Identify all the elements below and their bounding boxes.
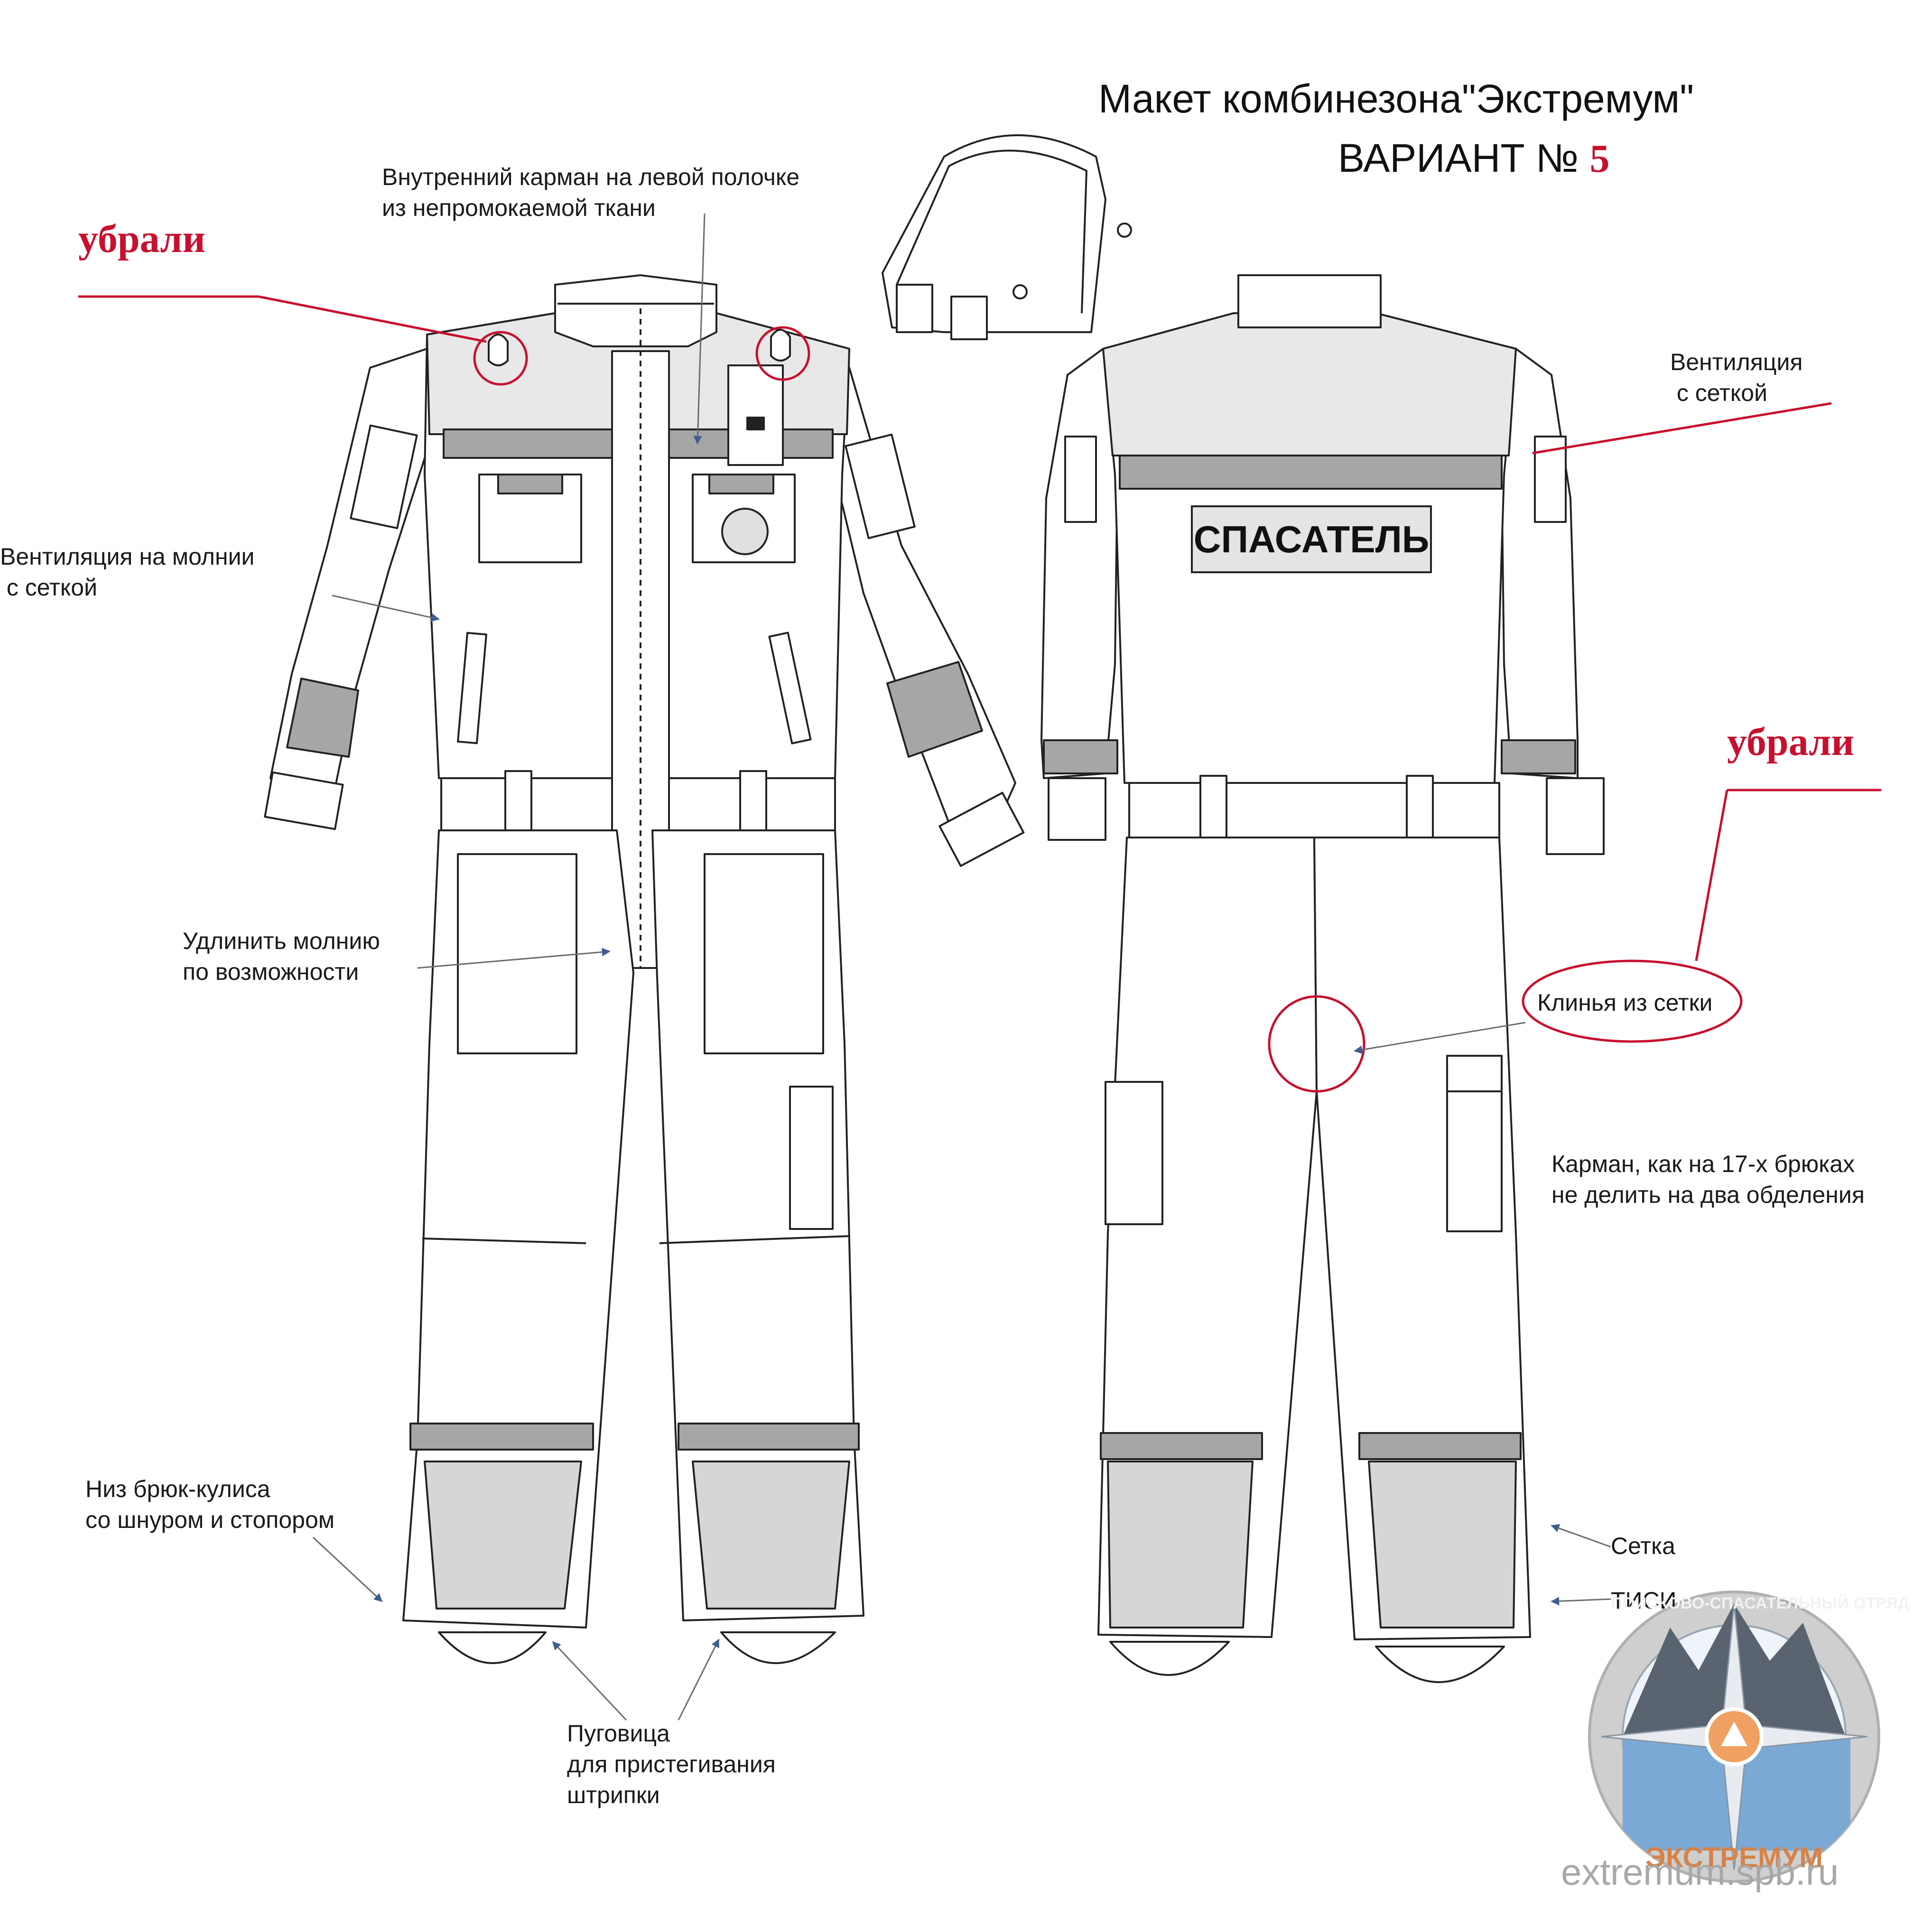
removed-note-left: убрали bbox=[78, 217, 205, 261]
front-view bbox=[264, 274, 1025, 1664]
front-left-cuff bbox=[264, 771, 344, 830]
variant-prefix: ВАРИАНТ № bbox=[1338, 136, 1590, 180]
hem-note-2: со шнуром и стопором bbox=[85, 1507, 335, 1533]
back-yoke bbox=[1102, 312, 1517, 456]
logo-name: ЭКСТРЕМУМ bbox=[1645, 1842, 1823, 1873]
front-left-hem-tape bbox=[409, 1423, 594, 1451]
extremum-logo bbox=[1588, 1591, 1880, 1883]
back-view bbox=[1040, 274, 1605, 1683]
tisi-note: ТИСИ bbox=[1611, 1587, 1677, 1614]
button-note-3: штрипки bbox=[567, 1782, 660, 1808]
button-note-1: Пуговица bbox=[567, 1720, 670, 1747]
front-chest-emblem bbox=[721, 508, 769, 555]
back-vent-note-2: с сеткой bbox=[1670, 380, 1768, 406]
front-left-sleeve-tape bbox=[286, 678, 359, 758]
front-left-shoulder-loop bbox=[488, 334, 509, 366]
front-right-hem-tape bbox=[678, 1423, 860, 1451]
front-right-sleeve-tape bbox=[886, 661, 983, 758]
sheet-title: Макет комбинезона"Экстремум" bbox=[1098, 76, 1694, 121]
front-right-cuff bbox=[938, 791, 1025, 867]
sleeve-vent-note-1: Вентиляция на молнии bbox=[0, 543, 255, 570]
zipper-note-2: по возможности bbox=[183, 958, 359, 985]
zipper-note-1: Удлинить молнию bbox=[183, 928, 380, 954]
red-annotations bbox=[78, 295, 1881, 1093]
front-left-thigh-pocket bbox=[457, 853, 577, 1054]
front-right-thigh-pocket bbox=[704, 853, 824, 1054]
back-rescuer-patch: СПАСАТЕЛЬ bbox=[1191, 505, 1432, 573]
inner-pocket-note-2: из непромокаемой ткани bbox=[382, 195, 656, 221]
front-right-shoulder-loop bbox=[770, 329, 791, 362]
mesh-gussets-note: Клинья из сетки bbox=[1537, 989, 1713, 1016]
back-vent-note-1: Вентиляция bbox=[1670, 349, 1803, 375]
pointer-arrows bbox=[312, 213, 1611, 1721]
sheet-variant: ВАРИАНТ № 5 bbox=[1338, 135, 1609, 182]
hem-note-1: Низ брюк-кулиса bbox=[85, 1476, 270, 1502]
mesh-note: Сетка bbox=[1611, 1533, 1675, 1559]
hood-drawing bbox=[882, 134, 1132, 340]
back-collar bbox=[1237, 274, 1382, 328]
back-chest-tape bbox=[1119, 455, 1503, 490]
front-left-sleeve-pocket bbox=[350, 424, 418, 530]
front-right-sleeve-pocket bbox=[845, 433, 916, 540]
sleeve-vent-note-2: с сеткой bbox=[0, 574, 98, 601]
back-waistband bbox=[1128, 782, 1500, 838]
pocket-note-1: Карман, как на 17-х брюках bbox=[1551, 1151, 1855, 1177]
variant-number: 5 bbox=[1589, 137, 1610, 181]
pocket-note-2: не делить на два обделения bbox=[1551, 1182, 1865, 1208]
removed-note-right: убрали bbox=[1727, 720, 1854, 764]
back-left-sleeve bbox=[1040, 348, 1118, 779]
front-collar bbox=[554, 274, 717, 347]
button-note-2: для пристегивания bbox=[567, 1751, 776, 1777]
logo-ring-text: ПОИСКОВО-СПАСАТЕЛЬНЫЙ ОТРЯД bbox=[1611, 1594, 1909, 1612]
front-inner-pocket bbox=[727, 364, 784, 466]
website-watermark: extremum.spb.ru bbox=[1561, 1851, 1839, 1893]
back-right-sleeve bbox=[1501, 348, 1579, 779]
inner-pocket-note-1: Внутренний карман на левой полочке bbox=[382, 164, 800, 190]
